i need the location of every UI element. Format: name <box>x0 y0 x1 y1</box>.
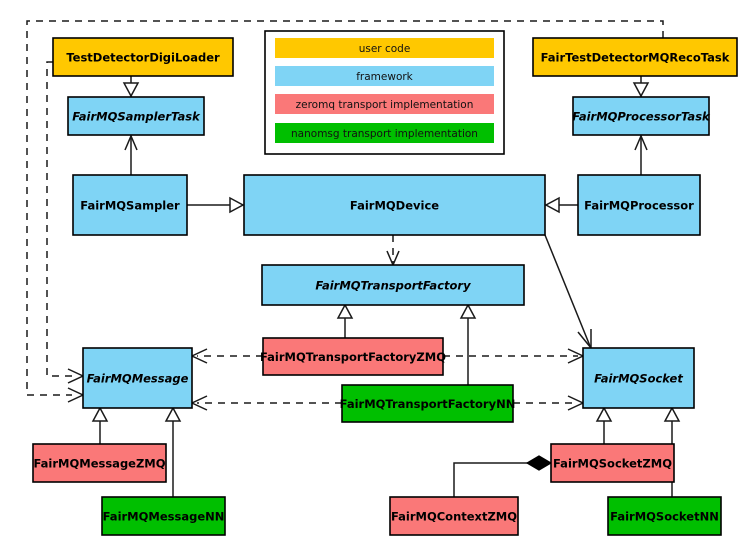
edge-contextzmq-to-socketzmq <box>453 462 538 497</box>
node-fairmqsocketnn[interactable]: FairMQSocketNN <box>607 496 722 536</box>
node-label: FairMQSocket <box>594 372 683 386</box>
node-fairmqsamplertask[interactable]: FairMQSamplerTask <box>67 96 205 136</box>
legend-label-framework: framework <box>356 71 413 83</box>
node-testdetectordigiloader[interactable]: TestDetectorDigiLoader <box>52 37 234 77</box>
node-fairmqcontextzmq[interactable]: FairMQContextZMQ <box>389 496 519 536</box>
node-label: FairMQMessage <box>87 372 189 386</box>
arrowhead-sampler-to-device <box>229 196 245 214</box>
edge-recotask-to-message <box>26 20 664 396</box>
node-fairtestdetectormqrecotask[interactable]: FairTestDetectorMQRecoTask <box>532 37 738 77</box>
legend-swatch-nanomsg <box>275 123 494 143</box>
legend-label-nanomsg: nanomsg transport implementation <box>291 128 478 140</box>
node-box[interactable] <box>82 347 193 409</box>
arrowhead-tfzmq-to-tf <box>336 303 354 319</box>
node-fairmqsocket[interactable]: FairMQSocket <box>582 347 695 409</box>
legend-swatch-framework <box>275 66 494 86</box>
arrowhead-digiloader-to-samplertask <box>122 82 140 98</box>
node-box[interactable] <box>341 384 514 423</box>
node-label: FairMQDevice <box>350 199 439 213</box>
arrowhead-recotask-to-processortask <box>632 82 650 98</box>
node-fairmqprocessor[interactable]: FairMQProcessor <box>577 174 701 236</box>
node-layer: TestDetectorDigiLoader FairTestDetectorMQ… <box>32 37 738 536</box>
node-box[interactable] <box>582 347 695 409</box>
node-label: FairMQProcessor <box>584 199 694 213</box>
node-fairmqdevice[interactable]: FairMQDevice <box>243 174 546 236</box>
node-box[interactable] <box>389 496 519 536</box>
arrowhead-sampler-to-samplertask <box>124 134 138 151</box>
diamond-contextzmq-to-socketzmq <box>525 455 553 471</box>
node-fairmqprocessortask[interactable]: FairMQProcessorTask <box>572 96 711 136</box>
edge-digiloader-to-message <box>46 61 72 377</box>
node-box[interactable] <box>532 37 738 77</box>
node-box[interactable] <box>101 496 226 536</box>
node-label: FairMQMessageZMQ <box>33 457 165 471</box>
node-fairmqtransportfactoryzmq[interactable]: FairMQTransportFactoryZMQ <box>260 337 446 376</box>
arrowhead-processor-to-device <box>544 196 560 214</box>
node-box[interactable] <box>261 264 525 306</box>
node-label: FairMQSocketNN <box>610 510 719 524</box>
node-label: FairMQContextZMQ <box>391 510 517 524</box>
node-box[interactable] <box>72 174 188 236</box>
arrowhead-processor-to-processortask <box>634 134 648 151</box>
legend-label-user-code: user code <box>359 43 411 55</box>
node-box[interactable] <box>262 337 444 376</box>
node-box[interactable] <box>607 496 722 536</box>
node-label: FairTestDetectorMQRecoTask <box>541 51 730 65</box>
node-fairmqsocketzmq[interactable]: FairMQSocketZMQ <box>550 443 675 483</box>
node-fairmqmessage[interactable]: FairMQMessage <box>82 347 193 409</box>
node-box[interactable] <box>572 96 710 136</box>
node-label: FairMQSampler <box>80 199 180 213</box>
node-box[interactable] <box>67 96 205 136</box>
edge-layer <box>26 20 681 497</box>
legend-swatch-user-code <box>275 38 494 58</box>
legend: user code framework zeromq transport imp… <box>264 30 505 155</box>
node-box[interactable] <box>52 37 234 77</box>
node-label: TestDetectorDigiLoader <box>66 51 220 65</box>
node-fairmqtransportfactorynn[interactable]: FairMQTransportFactoryNN <box>340 384 516 423</box>
arrowhead-tfnn-to-message <box>190 395 208 411</box>
arrowhead-messagenn-to-message <box>164 406 182 422</box>
node-label: FairMQSamplerTask <box>72 110 201 124</box>
node-label: FairMQMessageNN <box>103 510 225 524</box>
legend-label-zeromq: zeromq transport implementation <box>296 99 474 111</box>
node-fairmqtransportfactory[interactable]: FairMQTransportFactory <box>261 264 525 306</box>
node-label: FairMQTransportFactoryZMQ <box>260 350 446 364</box>
node-fairmqmessagenn[interactable]: FairMQMessageNN <box>101 496 226 536</box>
node-box[interactable] <box>32 443 167 483</box>
arrowhead-socketnn-to-socket <box>663 406 681 422</box>
node-label: FairMQProcessorTask <box>572 110 711 124</box>
node-box[interactable] <box>550 443 675 483</box>
arrowhead-messagezmq-to-message <box>91 406 109 422</box>
arrowhead-tfnn-to-tf <box>459 303 477 319</box>
node-label: FairMQTransportFactoryNN <box>340 397 516 411</box>
node-box[interactable] <box>577 174 701 236</box>
node-fairmqsampler[interactable]: FairMQSampler <box>72 174 188 236</box>
node-label: FairMQTransportFactory <box>315 279 471 293</box>
node-box[interactable] <box>243 174 546 236</box>
node-fairmqmessagezmq[interactable]: FairMQMessageZMQ <box>32 443 167 483</box>
node-label: FairMQSocketZMQ <box>553 457 672 471</box>
legend-swatch-zeromq <box>275 94 494 114</box>
edge-device-to-socket <box>544 234 591 347</box>
arrowhead-socketzmq-to-socket <box>595 406 613 422</box>
